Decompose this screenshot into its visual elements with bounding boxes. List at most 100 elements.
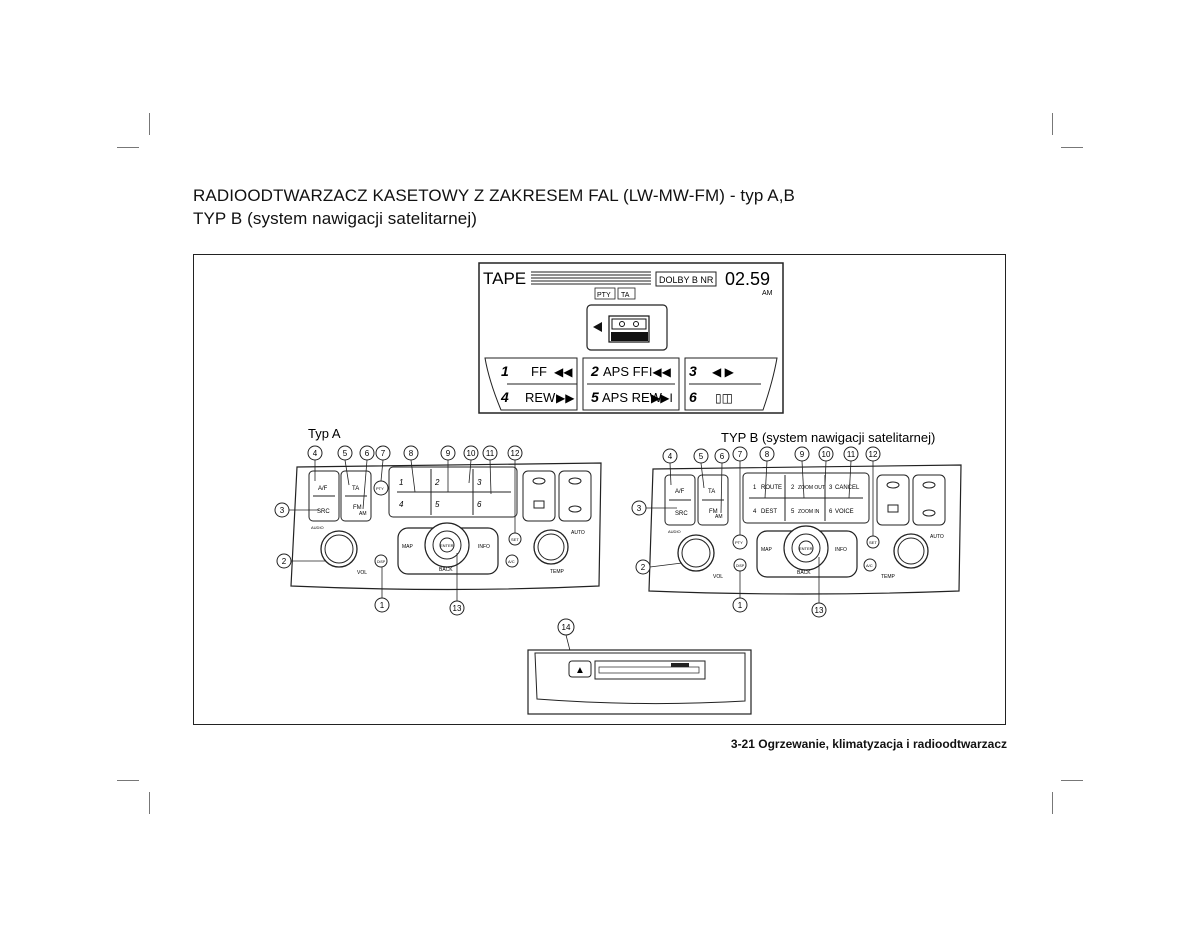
info-button-label: INFO xyxy=(835,547,847,553)
audio-label: AUDIO xyxy=(668,529,681,534)
src-button-label: SRC xyxy=(317,509,330,515)
panel-b-caption: TYP B (system nawigacji satelitarnej) xyxy=(721,430,935,445)
nav-preset-1-number: 1 xyxy=(753,485,757,491)
src-button-label: SRC xyxy=(675,511,688,517)
callout-7: 7 xyxy=(381,449,386,458)
display-ampm: AM xyxy=(762,290,773,297)
callout-4: 4 xyxy=(313,449,318,458)
callout-12: 12 xyxy=(511,449,520,458)
callout-6: 6 xyxy=(365,449,370,458)
callout-12: 12 xyxy=(869,450,878,459)
aps-rewind-icon: I◀◀ xyxy=(649,365,672,379)
panel-a-leader-lines xyxy=(289,459,516,601)
preset-2-label: APS FF xyxy=(603,364,649,379)
vol-label: VOL xyxy=(357,570,367,576)
preset-2-number: 2 xyxy=(590,363,599,379)
panel-b-leader-lines xyxy=(646,460,874,603)
pty-button-label: PTY xyxy=(376,486,384,491)
ta-button-label: TA xyxy=(352,486,359,492)
enter-button-label: ENTER xyxy=(440,543,454,548)
disp-button-label: DISP xyxy=(736,564,745,568)
callout-1: 1 xyxy=(380,601,385,610)
callout-13: 13 xyxy=(453,604,462,613)
callout-9: 9 xyxy=(446,449,451,458)
crop-mark xyxy=(1061,147,1083,148)
preset-1-label: FF xyxy=(531,364,547,379)
af-button-label: A/F xyxy=(675,489,685,495)
auto-label: AUTO xyxy=(571,530,585,536)
preset-5-number: 5 xyxy=(591,389,599,405)
nav-preset-4-number: 4 xyxy=(753,509,757,515)
direction-change-icon: ◀ ▶ xyxy=(712,365,735,379)
callout-5: 5 xyxy=(343,449,348,458)
callout-8: 8 xyxy=(409,449,414,458)
panel-type-a: A/F SRC TA FM AM PTY 1 2 3 4 5 6 AUDIO V… xyxy=(290,462,602,591)
callout-5: 5 xyxy=(699,452,704,461)
callout-3: 3 xyxy=(280,506,285,515)
vol-label: VOL xyxy=(713,574,723,580)
play-direction-icon xyxy=(593,322,602,332)
preset-4-label: 4 xyxy=(399,500,404,509)
preset-3-label: 3 xyxy=(477,478,482,487)
audio-label: AUDIO xyxy=(311,525,324,530)
am-button-label: AM xyxy=(715,514,723,520)
set-button-label: SET xyxy=(869,540,877,545)
preset-5-label: APS REW xyxy=(602,390,663,405)
af-button-label: A/F xyxy=(318,486,328,492)
rewind-icon: ◀◀ xyxy=(554,365,573,379)
panel-type-b: A/F SRC TA FM AM PTY 1 ROUTE 2 ZOOM OUT … xyxy=(648,464,962,595)
disp-button-label: DISP xyxy=(377,560,386,564)
figure-illustration: TAPE DOLBY B NR 02.59 AM PTY TA 1 2 3 xyxy=(274,262,962,715)
temp-label: TEMP xyxy=(881,574,896,580)
callout-14: 14 xyxy=(562,623,571,632)
cassette-icon xyxy=(608,315,650,343)
callout-1: 1 xyxy=(738,601,743,610)
callout-9: 9 xyxy=(800,450,805,459)
ac-button-label: A/C xyxy=(866,563,873,568)
eject-button[interactable]: ▲ xyxy=(575,665,585,676)
page-footer: 3-21 Ogrzewanie, klimatyzacja i radioodt… xyxy=(730,737,1007,751)
callout-7: 7 xyxy=(738,450,743,459)
preset-4-number: 4 xyxy=(500,389,509,405)
callout-13: 13 xyxy=(815,606,824,615)
panel-a-caption: Typ A xyxy=(308,426,341,441)
ta-indicator: TA xyxy=(621,292,630,299)
crop-mark xyxy=(117,780,139,781)
preset-4-label: REW xyxy=(525,390,556,405)
display-clock: 02.59 xyxy=(725,269,770,289)
am-button-label: AM xyxy=(359,511,367,517)
dolby-indicator: DOLBY B NR xyxy=(659,275,714,285)
crop-mark xyxy=(117,147,139,148)
climate-defrost-icon xyxy=(886,481,936,517)
pty-indicator: PTY xyxy=(597,292,611,299)
enter-button-label: ENTER xyxy=(799,546,813,551)
crop-mark xyxy=(149,113,150,135)
nav-preset-2-label: ZOOM OUT xyxy=(798,485,825,491)
page-title: RADIOODTWARZACZ KASETOWY Z ZAKRESEM FAL … xyxy=(193,186,795,205)
preset-2-label: 2 xyxy=(434,478,440,487)
ta-button-label: TA xyxy=(708,489,715,495)
nav-preset-5-label: ZOOM IN xyxy=(798,509,820,515)
preset-3-number: 3 xyxy=(689,363,697,379)
back-button-label: BACK xyxy=(797,570,811,576)
nav-preset-1-label: ROUTE xyxy=(761,485,782,491)
callout-2: 2 xyxy=(641,563,646,572)
nav-preset-5-number: 5 xyxy=(791,509,795,515)
callout-3: 3 xyxy=(637,504,642,513)
info-button-label: INFO xyxy=(478,544,490,550)
map-button-label: MAP xyxy=(402,544,414,550)
callout-4: 4 xyxy=(668,452,673,461)
climate-defrost-icon xyxy=(532,477,582,513)
page-subtitle: TYP B (system nawigacji satelitarnej) xyxy=(193,209,477,228)
display-level-lines xyxy=(531,271,651,285)
preset-6-label: 6 xyxy=(477,500,482,509)
nav-preset-6-number: 6 xyxy=(829,509,833,515)
preset-6-number: 6 xyxy=(689,389,697,405)
nav-preset-3-label: CANCEL xyxy=(835,485,860,491)
back-button-label: BACK xyxy=(439,567,453,573)
callout-2: 2 xyxy=(282,557,287,566)
map-button-label: MAP xyxy=(761,547,773,553)
callout-10: 10 xyxy=(467,449,476,458)
panel-a-callouts xyxy=(274,445,523,616)
fm-button-label: FM xyxy=(353,505,362,511)
